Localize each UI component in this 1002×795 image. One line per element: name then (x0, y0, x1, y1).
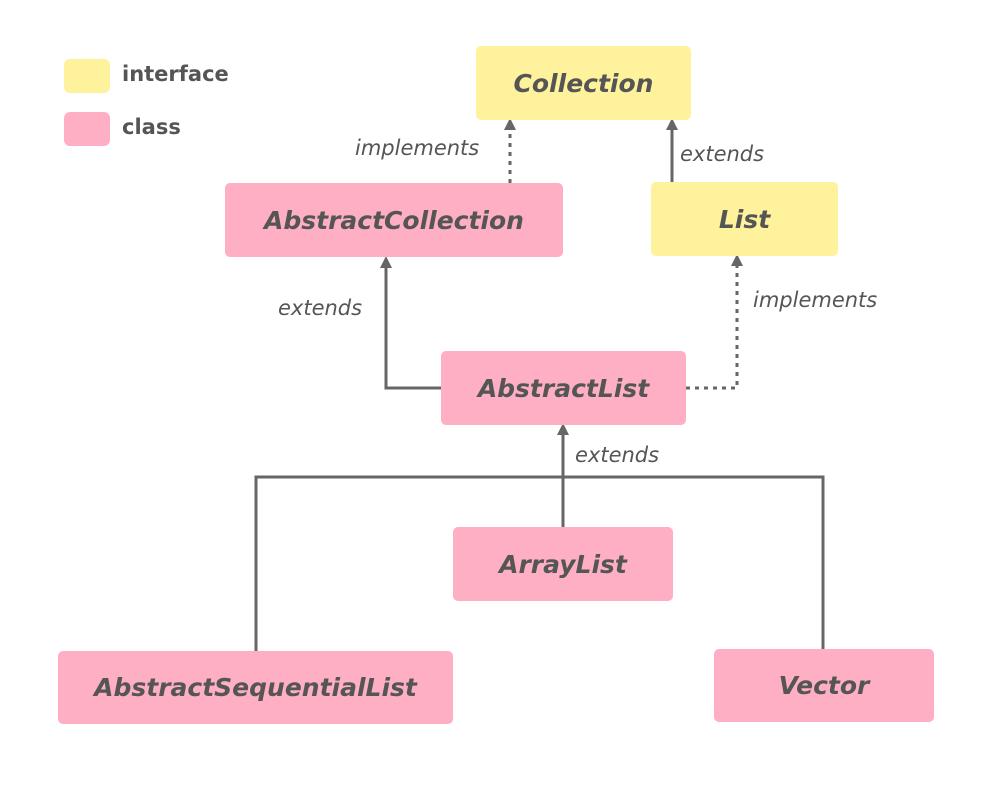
node-list: List (651, 182, 838, 256)
legend-interface-label: interface (122, 62, 229, 86)
edge-label-extends-collection: extends (680, 142, 765, 166)
node-collection: Collection (476, 46, 691, 120)
legend-class-swatch (64, 112, 110, 146)
node-array-list: ArrayList (453, 527, 673, 601)
edge-label-implements-list: implements (753, 288, 878, 312)
legend-class-label: class (122, 115, 181, 139)
legend-interface-swatch (64, 59, 110, 93)
edge-abstractlist-abstractcollection (380, 256, 441, 390)
node-abstract-list: AbstractList (441, 351, 686, 425)
edge-vector-branch (563, 475, 825, 649)
edge-label-extends-abstractcollection: extends (278, 296, 363, 320)
edge-abstractlist-list (686, 254, 743, 390)
edge-label-extends-abstractlist: extends (575, 443, 660, 467)
node-abstract-collection: AbstractCollection (225, 183, 563, 257)
edge-label-implements-collection: implements (355, 136, 480, 160)
node-vector: Vector (714, 649, 934, 722)
node-abstract-sequential-list: AbstractSequentialList (58, 651, 453, 724)
edge-abstractsequentiallist-branch (254, 475, 563, 651)
